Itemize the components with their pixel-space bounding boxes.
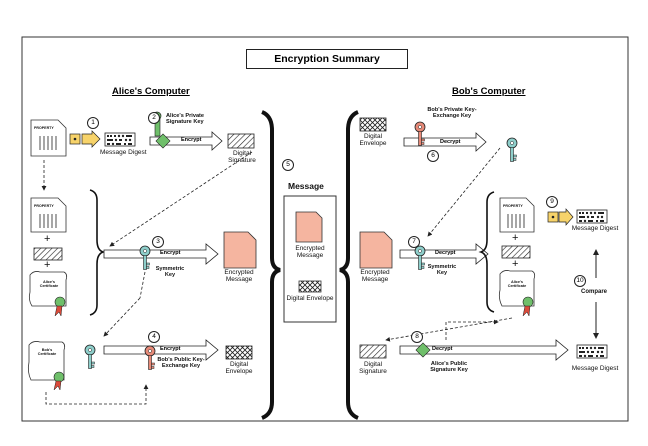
step-3-badge: 3 [152, 236, 164, 248]
step-1-badge: 1 [87, 117, 99, 129]
alice-cert-label: Alice's Certificate [39, 280, 59, 288]
alice-encrypt-arrow [103, 243, 219, 265]
step-5-badge: 5 [282, 159, 294, 171]
bob-brace [478, 191, 495, 313]
step-6-badge: 6 [427, 150, 439, 162]
bob-decrypt-label-3: Decrypt [432, 346, 453, 352]
bob-envelope-label: Digital Envelope [359, 133, 387, 147]
bob-decrypt-envelope-arrow [403, 132, 487, 152]
bob-stack-property-label: PROPERTY [503, 204, 523, 208]
alice-stack-signature [33, 247, 63, 261]
alice-certificate [28, 271, 68, 307]
bob-alice-cert-label: Alice's Certificate [507, 280, 527, 288]
bob-digest-top-icon [576, 209, 608, 224]
alice-digest-label: Message Digest [100, 149, 147, 156]
bob-stack-certificate [498, 270, 536, 307]
alice-bob-public-key-label: Bob's Public Key-Exchange Key [157, 357, 205, 369]
alice-envelope-label: Digital Envelope [225, 361, 253, 375]
bob-envelope-hatch [359, 117, 387, 132]
alice-encrypt-label-3: Encrypt [160, 346, 181, 352]
alice-brace [89, 189, 106, 316]
bob-encrypted-message-doc [359, 231, 393, 269]
bob-digest-top-label: Message Digest [571, 225, 619, 232]
center-left-brace [261, 110, 281, 420]
alice-property-label: PROPERTY [34, 126, 54, 130]
bob-plus-2: + [512, 258, 519, 270]
alice-stack-property-label: PROPERTY [34, 204, 54, 208]
bob-private-key-label: Bob's Private Key-Exchange Key [427, 107, 477, 119]
bob-public-key-icon [144, 345, 156, 370]
message-envelope-hatch [298, 280, 322, 293]
bob-hash-arrow [558, 208, 574, 226]
alice-small-key-icon [84, 344, 96, 369]
bob-heading: Bob's Computer [452, 86, 526, 97]
alice-bob-cert-label: Bob's Certificate [37, 348, 57, 356]
bob-signature-hatch [359, 344, 387, 359]
alice-symmetric-key-label: Symmetric Key [155, 266, 185, 278]
alice-plus-2: + [44, 259, 51, 271]
alice-envelope-arrow [103, 339, 219, 361]
alice-encrypted-message-doc [223, 231, 257, 269]
bob-decrypt-label-1: Decrypt [440, 139, 461, 145]
step-8-badge: 8 [411, 331, 423, 343]
step-4-badge: 4 [148, 331, 160, 343]
message-encrypted-doc [295, 211, 323, 243]
step-9-badge: 9 [546, 196, 558, 208]
alice-encrypt-label-1: Encrypt [181, 137, 202, 143]
step-2-badge: 2 [148, 112, 160, 124]
alice-signature-label: Digital Signature [228, 150, 256, 164]
center-right-brace [339, 110, 359, 420]
alice-hash-arrow [81, 130, 101, 148]
bob-symmetric-key-label: Symmetric Key [427, 264, 457, 276]
alice-plus-1: + [44, 233, 51, 245]
bob-decrypt-label-2: Decrypt [435, 250, 456, 256]
bob-signature-label: Digital Signature [359, 361, 387, 375]
bob-plus-1: + [512, 232, 519, 244]
page-title: Encryption Summary [246, 49, 408, 69]
bob-stack-signature [501, 245, 531, 259]
alice-envelope-hatch [225, 345, 253, 360]
bob-decrypt-message-arrow [399, 243, 489, 265]
alice-signature-hatch [227, 133, 255, 149]
bob-digest-bottom-label: Message Digest [571, 365, 619, 372]
outer-frame [21, 36, 629, 422]
message-heading: Message [288, 181, 324, 191]
step-7-badge: 7 [408, 236, 420, 248]
alice-encrypt-label-2: Encrypt [160, 250, 181, 256]
bob-stack-doc [499, 197, 535, 233]
alice-private-key-label: Alice's Private Signature Key [166, 113, 205, 125]
bob-recovered-key-icon [506, 137, 518, 162]
compare-label: Compare [581, 289, 608, 295]
message-envelope-label: Digital Envelope [286, 295, 334, 302]
bob-certificate-alice [27, 341, 66, 381]
alice-heading: Alice's Computer [112, 86, 190, 97]
message-encrypted-label: Encrypted Message [295, 245, 325, 259]
alice-digest-icon [104, 132, 136, 147]
alice-encrypted-message-label: Encrypted Message [224, 269, 254, 283]
bob-digest-bottom-icon [576, 344, 608, 359]
bob-encrypted-message-label: Encrypted Message [360, 269, 390, 283]
bob-alice-public-key-label: Alice's Public Signature Key [430, 361, 468, 373]
step-10-badge: 10 [574, 275, 586, 287]
